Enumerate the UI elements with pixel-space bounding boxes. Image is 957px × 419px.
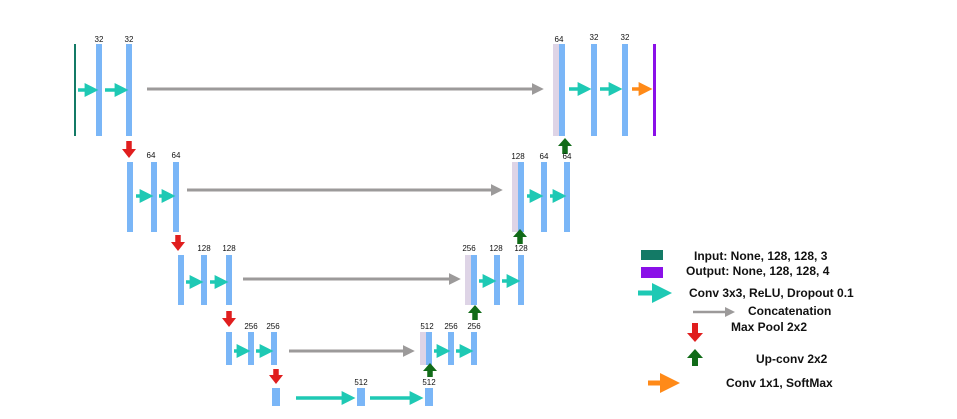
up-conv-arrow-head bbox=[423, 363, 437, 371]
feature-map bbox=[622, 44, 628, 136]
channel-label: 32 bbox=[621, 33, 630, 42]
channel-label: 64 bbox=[540, 152, 549, 161]
legend-up-conv-label: Up-conv 2x2 bbox=[756, 352, 828, 366]
feature-map bbox=[178, 255, 184, 305]
channel-label: 64 bbox=[563, 152, 572, 161]
legend-input-label: Input: None, 128, 128, 3 bbox=[694, 249, 828, 263]
legend-concat-label: Concatenation bbox=[748, 304, 831, 318]
feature-map bbox=[518, 255, 524, 305]
max-pool-arrow-head bbox=[122, 149, 136, 158]
feature-map bbox=[96, 44, 102, 136]
channel-label: 128 bbox=[511, 152, 525, 161]
feature-map bbox=[494, 255, 500, 305]
channel-label: 512 bbox=[354, 378, 368, 387]
feature-map bbox=[541, 162, 547, 232]
channel-label: 256 bbox=[462, 244, 476, 253]
channel-label: 128 bbox=[514, 244, 528, 253]
channel-label: 512 bbox=[422, 378, 436, 387]
legend-max-pool-arrow-head bbox=[687, 333, 703, 342]
legend-output-label: Output: None, 128, 128, 4 bbox=[686, 264, 830, 278]
feature-map bbox=[518, 162, 524, 232]
channel-label: 256 bbox=[266, 322, 280, 331]
feature-map bbox=[564, 162, 570, 232]
concat-map bbox=[512, 162, 520, 232]
feature-map bbox=[271, 332, 277, 365]
concat-map bbox=[465, 255, 473, 305]
legend-conv-label: Conv 3x3, ReLU, Dropout 0.1 bbox=[689, 286, 854, 300]
feature-map bbox=[126, 44, 132, 136]
channel-label: 512 bbox=[420, 322, 434, 331]
concat-map bbox=[420, 332, 428, 365]
channel-label: 64 bbox=[172, 151, 181, 160]
max-pool-arrow-head bbox=[222, 318, 236, 327]
up-conv-arrow-head bbox=[513, 229, 527, 237]
channel-label: 128 bbox=[489, 244, 503, 253]
max-pool-arrow-head bbox=[269, 375, 283, 384]
feature-map bbox=[151, 162, 157, 232]
channel-label: 256 bbox=[444, 322, 458, 331]
legend-input-swatch bbox=[641, 250, 663, 260]
feature-map bbox=[127, 162, 133, 232]
channel-label: 256 bbox=[467, 322, 481, 331]
up-conv-arrow-head bbox=[468, 305, 482, 313]
channel-label: 128 bbox=[197, 244, 211, 253]
channel-label: 32 bbox=[125, 35, 134, 44]
channel-label: 32 bbox=[590, 33, 599, 42]
channel-label: 256 bbox=[244, 322, 258, 331]
legend-up-conv-arrow-head bbox=[687, 349, 703, 358]
feature-map bbox=[226, 255, 232, 305]
feature-map bbox=[248, 332, 254, 365]
concat-map bbox=[553, 44, 561, 136]
legend-max-pool-label: Max Pool 2x2 bbox=[731, 320, 807, 334]
feature-map bbox=[448, 332, 454, 365]
channel-label: 64 bbox=[147, 151, 156, 160]
feature-map bbox=[173, 162, 179, 232]
channel-label: 64 bbox=[555, 35, 564, 44]
feature-map bbox=[357, 388, 365, 406]
feature-map bbox=[272, 388, 280, 406]
legend-output-swatch bbox=[641, 267, 663, 278]
max-pool-arrow-head bbox=[171, 242, 185, 251]
legend-conv-1x1-label: Conv 1x1, SoftMax bbox=[726, 376, 833, 390]
feature-map bbox=[591, 44, 597, 136]
feature-map bbox=[471, 332, 477, 365]
channel-label: 128 bbox=[222, 244, 236, 253]
input-layer bbox=[74, 44, 76, 136]
feature-map bbox=[226, 332, 232, 365]
feature-map bbox=[559, 44, 565, 136]
legend: Input: None, 128, 128, 3 Output: None, 1… bbox=[638, 249, 854, 393]
output-layer bbox=[653, 44, 656, 136]
feature-map bbox=[425, 388, 433, 406]
feature-map bbox=[201, 255, 207, 305]
feature-map bbox=[471, 255, 477, 305]
channel-label: 32 bbox=[95, 35, 104, 44]
feature-map bbox=[426, 332, 432, 365]
up-conv-arrow-head bbox=[558, 138, 572, 146]
